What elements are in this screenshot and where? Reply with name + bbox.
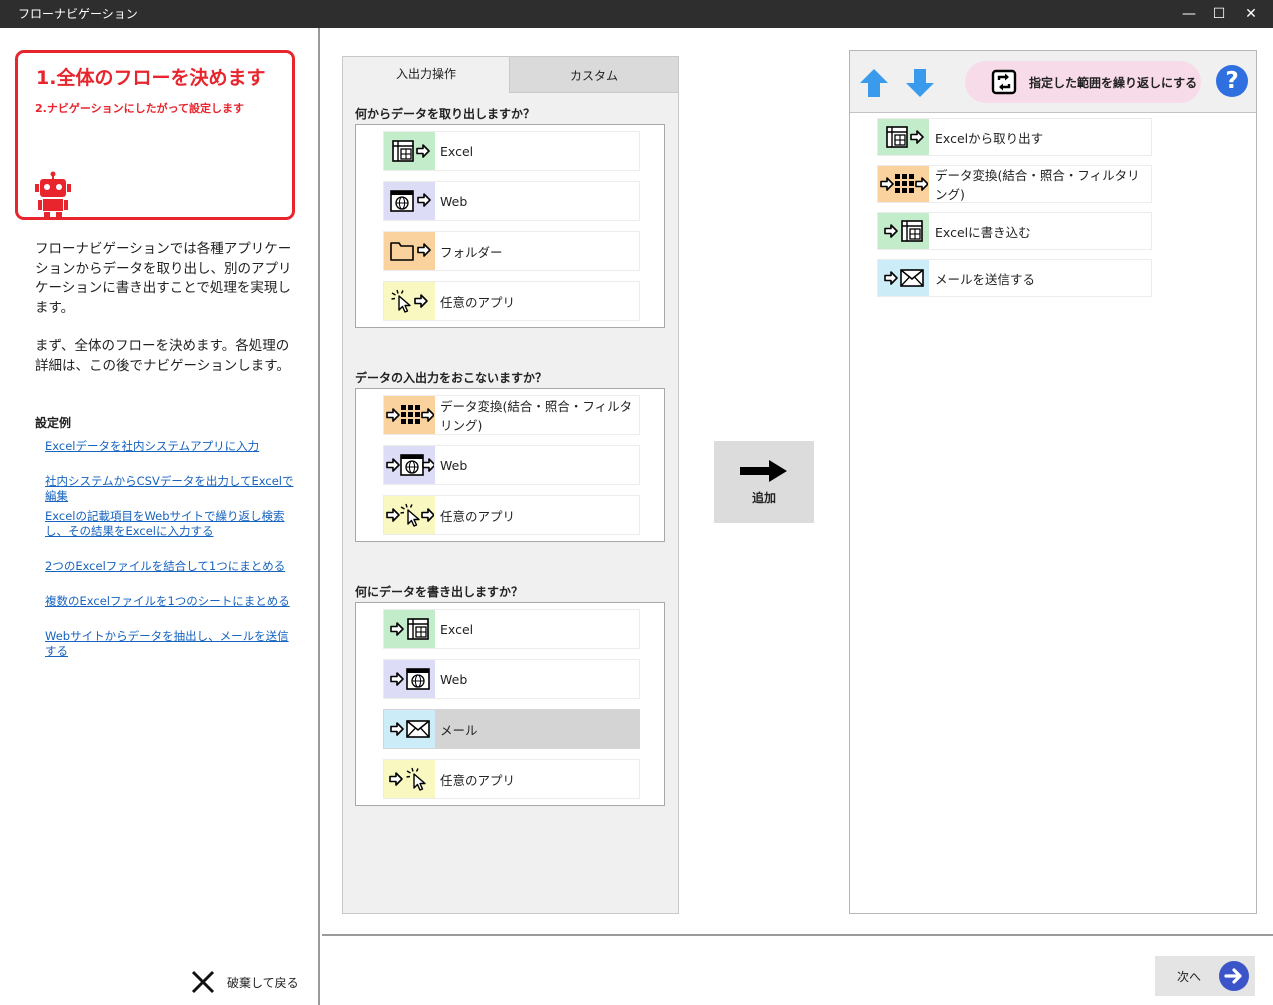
io-group: データ変換(結合・照合・フィルタリング) Web 任意のアプリ <box>355 388 665 542</box>
dest-group: Excel Web メール 任意のアプリ <box>355 602 665 806</box>
dest-item-excel[interactable]: Excel <box>383 609 640 649</box>
io-section-title: データの入出力をおこないますか？ <box>355 371 548 385</box>
excel-dest-icon <box>384 610 435 648</box>
folder-source-icon <box>384 232 435 270</box>
source-item-web[interactable]: Web <box>383 181 640 221</box>
item-label: Excel <box>440 621 474 637</box>
add-button[interactable]: 追加 <box>714 441 814 523</box>
item-label: フォルダー <box>440 244 503 260</box>
flow-item[interactable]: データ変換(結合・照合・フィルタリング) <box>877 165 1152 203</box>
dest-item-mail[interactable]: メール <box>383 709 640 749</box>
source-item-any-app[interactable]: 任意のアプリ <box>383 281 640 321</box>
move-down-button[interactable] <box>904 67 936 99</box>
move-up-button[interactable] <box>858 67 890 99</box>
cursor-dest-icon <box>384 760 435 798</box>
minimize-button[interactable]: — <box>1182 6 1196 22</box>
description-paragraph-1: フローナビゲーションでは各種アプリケーションからデータを取り出し、別のアプリケー… <box>35 241 292 316</box>
item-label: 任意のアプリ <box>440 772 516 788</box>
item-label: メール <box>440 722 478 738</box>
title-bar: フローナビゲーション — ☐ ✕ <box>0 0 1273 28</box>
add-label: 追加 <box>751 491 776 505</box>
tab-custom[interactable]: カスタム <box>510 57 678 93</box>
dest-item-any-app[interactable]: 任意のアプリ <box>383 759 640 799</box>
next-button[interactable]: 次へ <box>1155 956 1255 996</box>
item-label: Web <box>440 193 468 209</box>
mail-dest-icon <box>384 710 435 748</box>
dest-item-web[interactable]: Web <box>383 659 640 699</box>
example-link[interactable]: Webサイトからデータを抽出し、メールを送信する <box>45 629 289 658</box>
flow-item-label: データ変換(結合・照合・フィルタリング) <box>935 168 1140 202</box>
example-link[interactable]: 複数のExcelファイルを1つのシートにまとめる <box>45 594 290 608</box>
example-link[interactable]: 2つのExcelファイルを結合して1つにまとめる <box>45 559 286 573</box>
excel-source-icon <box>878 119 929 155</box>
arrow-right-icon <box>740 460 787 482</box>
discard-button[interactable]: 破棄して戻る <box>190 968 299 996</box>
source-group: Excel Web フォルダー 任意のアプリ <box>355 124 665 328</box>
step2-title: 2.ナビゲーションにしたがって設定します <box>35 102 245 115</box>
discard-label: 破棄して戻る <box>227 975 299 990</box>
flow-toolbar: 指定した範囲を繰り返しにする ? <box>850 51 1256 113</box>
item-label: Web <box>440 457 468 473</box>
step-box: 1.全体のフローを決めます 2.ナビゲーションにしたがって設定します <box>15 50 295 220</box>
maximize-button[interactable]: ☐ <box>1212 6 1226 22</box>
robot-icon <box>35 171 71 217</box>
description-paragraph-2: まず、全体のフローを決めます。各処理の詳細は、この後でナビゲーションします。 <box>35 338 290 374</box>
example-link[interactable]: Excelの記載項目をWebサイトで繰り返し検索し、その結果をExcelに入力す… <box>45 509 285 538</box>
flow-item-label: メールを送信する <box>935 271 1036 287</box>
io-item-any-app[interactable]: 任意のアプリ <box>383 495 640 535</box>
flow-item-label: Excelから取り出す <box>935 130 1044 146</box>
flow-item[interactable]: Excelに書き込む <box>877 212 1152 250</box>
bottom-divider <box>322 934 1273 936</box>
step1-title: 1.全体のフローを決めます <box>36 67 266 89</box>
item-label: データ変換(結合・照合・フィルタリング) <box>440 399 633 433</box>
flow-item-label: Excelに書き込む <box>935 224 1031 240</box>
source-section-title: 何からデータを取り出しますか？ <box>355 107 536 121</box>
operations-panel: 入出力操作 カスタム 何からデータを取り出しますか？ Excel Web フォル… <box>342 56 679 914</box>
example-link[interactable]: Excelデータを社内システムアプリに入力 <box>45 439 260 453</box>
next-label: 次へ <box>1177 969 1202 984</box>
dest-section-title: 何にデータを書き出しますか？ <box>355 585 524 599</box>
item-label: Web <box>440 671 468 687</box>
close-button[interactable]: ✕ <box>1245 6 1257 22</box>
data-transform-icon <box>384 396 435 434</box>
web-io-icon <box>384 446 435 484</box>
description: フローナビゲーションでは各種アプリケーションからデータを取り出し、別のアプリケー… <box>35 240 297 395</box>
next-arrow-icon <box>1219 961 1249 991</box>
window-title: フローナビゲーション <box>18 7 138 21</box>
left-pane: 1.全体のフローを決めます 2.ナビゲーションにしたがって設定します フローナビ… <box>0 28 320 1005</box>
web-dest-icon <box>384 660 435 698</box>
mail-dest-icon <box>878 260 929 296</box>
examples-title: 設定例 <box>35 416 72 430</box>
source-item-excel[interactable]: Excel <box>383 131 640 171</box>
io-item-data-transform[interactable]: データ変換(結合・照合・フィルタリング) <box>383 395 640 435</box>
excel-dest-icon <box>878 213 929 249</box>
data-transform-icon <box>878 166 929 202</box>
flow-item[interactable]: メールを送信する <box>877 259 1152 297</box>
close-x-icon <box>191 970 215 994</box>
flow-item[interactable]: Excelから取り出す <box>877 118 1152 156</box>
web-source-icon <box>384 182 435 220</box>
cursor-source-icon <box>384 282 435 320</box>
cursor-io-icon <box>384 496 435 534</box>
source-item-folder[interactable]: フォルダー <box>383 231 640 271</box>
example-link[interactable]: 社内システムからCSVデータを出力してExcelで編集 <box>45 474 294 503</box>
help-button[interactable]: ? <box>1216 65 1248 97</box>
io-item-web[interactable]: Web <box>383 445 640 485</box>
loop-icon <box>991 69 1017 95</box>
loop-range-button[interactable]: 指定した範囲を繰り返しにする <box>965 61 1201 103</box>
item-label: 任意のアプリ <box>440 508 516 524</box>
tab-io-operations[interactable]: 入出力操作 <box>343 57 510 93</box>
loop-label: 指定した範囲を繰り返しにする <box>1029 75 1198 90</box>
item-label: 任意のアプリ <box>440 294 516 310</box>
item-label: Excel <box>440 143 474 159</box>
flow-panel: 指定した範囲を繰り返しにする ? Excelから取り出す データ変換(結合・照合… <box>849 50 1257 914</box>
excel-source-icon <box>384 132 435 170</box>
